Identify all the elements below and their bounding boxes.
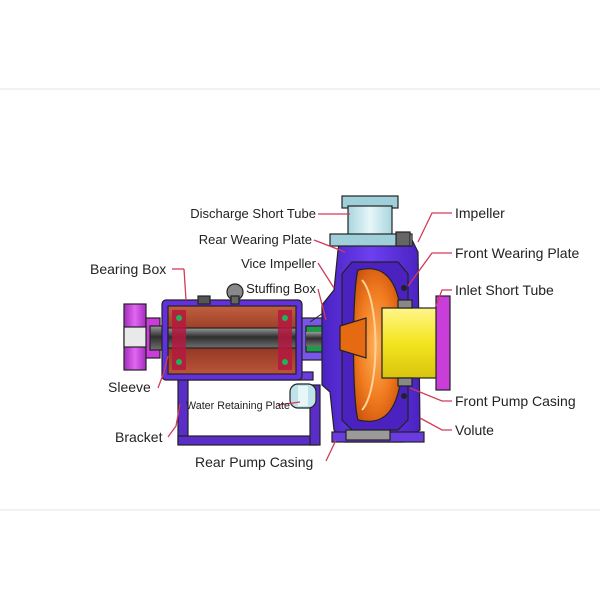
water-retaining-plate xyxy=(289,383,317,409)
label-front-pump-casing: Front Pump Casing xyxy=(455,393,576,409)
label-stuffing-box: Stuffing Box xyxy=(246,281,316,296)
discharge-short-tube xyxy=(329,195,413,247)
label-bearing-box: Bearing Box xyxy=(90,261,166,277)
inlet-short-tube xyxy=(381,295,451,391)
label-front-wearing-plate: Front Wearing Plate xyxy=(455,245,579,261)
label-impeller: Impeller xyxy=(455,205,505,221)
label-sleeve: Sleeve xyxy=(108,379,151,395)
label-water-retaining-plate: Water Retaining Plate xyxy=(186,400,290,412)
label-bracket: Bracket xyxy=(115,429,163,445)
label-rear-pump-casing: Rear Pump Casing xyxy=(195,454,313,470)
label-vice-impeller: Vice Impeller xyxy=(241,256,317,271)
label-volute: Volute xyxy=(455,422,494,438)
impeller xyxy=(339,268,405,422)
label-inlet-short-tube: Inlet Short Tube xyxy=(455,282,554,298)
leader-lines xyxy=(157,212,452,462)
bearing-box-housing xyxy=(161,283,303,381)
front-wearing-plate-bolt xyxy=(401,285,407,291)
label-discharge-short-tube: Discharge Short Tube xyxy=(190,206,316,221)
front-wearing-plate-bolt xyxy=(401,393,407,399)
label-rear-wearing-plate: Rear Wearing Plate xyxy=(199,232,312,247)
